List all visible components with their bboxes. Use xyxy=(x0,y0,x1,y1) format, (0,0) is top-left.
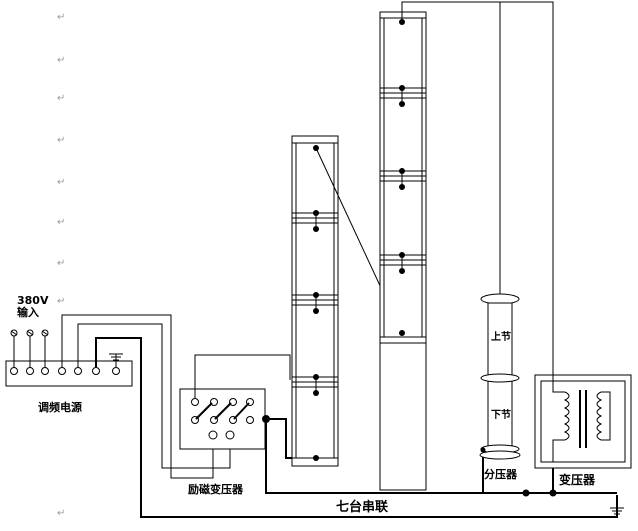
exciter-transformer-label: 励磁变压器 xyxy=(188,482,244,496)
ground-icon xyxy=(610,497,624,515)
paragraph-mark: ↵ xyxy=(57,217,65,228)
input-terminals xyxy=(10,329,49,371)
exciter-transformer: 励磁变压器 xyxy=(179,354,291,496)
paragraph-mark: ↵ xyxy=(57,508,65,519)
paragraph-mark: ↵ xyxy=(57,258,65,269)
bus-wiring xyxy=(95,337,618,518)
voltage-divider: 上节 下节 分压器 xyxy=(479,2,521,481)
coil-icon xyxy=(552,375,611,462)
reactor-column-2 xyxy=(379,1,554,491)
step-transformer: 变压器 xyxy=(534,374,632,487)
series-connection-label: 七台串联 xyxy=(336,499,388,515)
power-source-terminals xyxy=(10,367,120,375)
input-label: 输入 xyxy=(17,305,39,319)
power-source: 380V 输入 调频电源 xyxy=(5,294,133,414)
paragraph-marks: ↵ ↵ ↵ ↵ ↵ ↵ ↵ ↵ ↵ xyxy=(57,12,65,519)
paragraph-mark: ↵ xyxy=(57,177,65,188)
column-2-nodes xyxy=(399,19,405,336)
input-voltage-label: 380V xyxy=(17,294,49,307)
exciter-switches xyxy=(191,398,254,440)
paragraph-mark: ↵ xyxy=(57,93,65,104)
transformer-box xyxy=(534,374,632,469)
paragraph-mark: ↵ xyxy=(57,12,65,23)
transformer-label: 变压器 xyxy=(559,472,596,487)
power-source-label: 调频电源 xyxy=(38,400,82,414)
ground-icon xyxy=(109,353,123,368)
transformer-inner-box xyxy=(540,380,626,463)
lower-section-label: 下节 xyxy=(491,408,511,421)
power-wiring xyxy=(61,314,231,479)
paragraph-mark: ↵ xyxy=(57,296,65,307)
upper-section-label: 上节 xyxy=(491,330,511,343)
voltage-divider-label: 分压器 xyxy=(484,467,518,481)
paragraph-mark: ↵ xyxy=(57,55,65,66)
junction-dots xyxy=(262,415,557,497)
reactor-column-1 xyxy=(291,135,339,467)
paragraph-mark: ↵ xyxy=(57,135,65,146)
